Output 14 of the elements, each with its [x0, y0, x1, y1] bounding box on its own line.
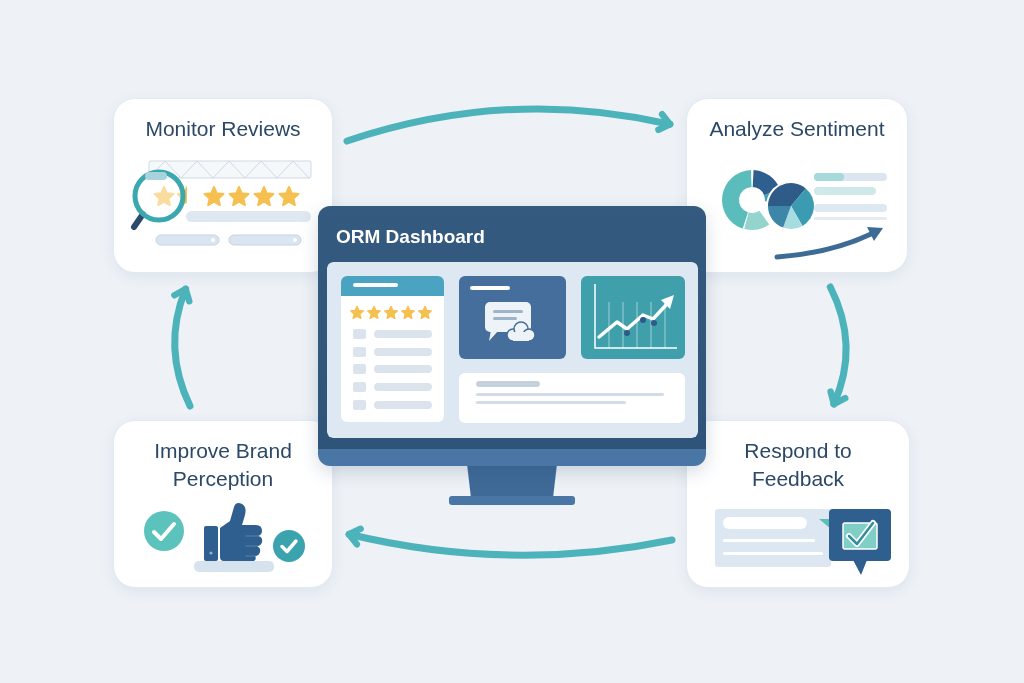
- cycle-arrow: [345, 525, 676, 559]
- cycle-arrow: [826, 283, 850, 408]
- step-title: Respond to Feedback: [743, 438, 853, 492]
- cycle-arrow: [343, 105, 674, 145]
- step-title: Improve Brand Perception: [153, 438, 293, 492]
- step-card: [113, 420, 333, 588]
- step-title: Analyze Sentiment: [709, 116, 885, 142]
- step-card: [686, 98, 908, 273]
- step-title: Monitor Reviews: [145, 116, 301, 142]
- step-card: [686, 420, 910, 588]
- dashboard-title: ORM Dashboard: [336, 225, 485, 249]
- cycle-arrow: [171, 285, 194, 410]
- step-card: [113, 98, 333, 273]
- monitor-frame: [318, 206, 706, 466]
